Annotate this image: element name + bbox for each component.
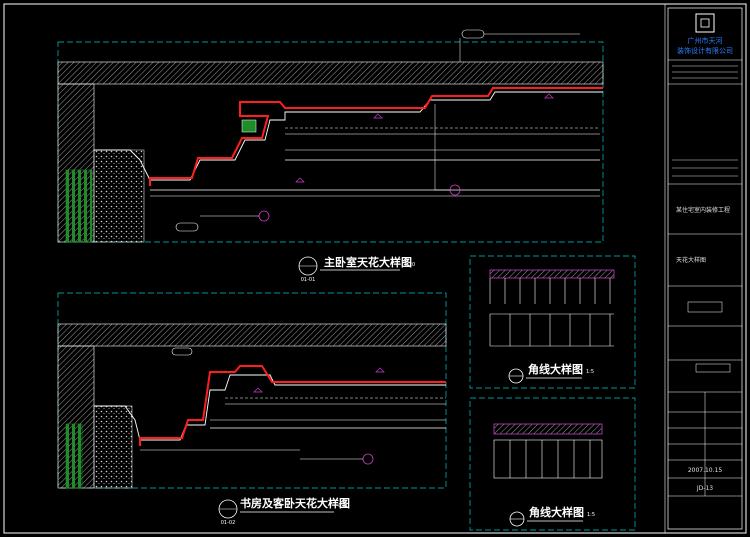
gypsum-board-section: [149, 87, 603, 186]
company-name-line2: 装饰设计有限公司: [677, 46, 733, 55]
study-living-caption: 01-02 书房及客卧天花大样图 1:20: [218, 496, 350, 526]
ceiling-profile: [94, 374, 446, 441]
master-bedroom-caption: 01-01 主卧室天花大样图 1:20: [298, 255, 415, 283]
wall-panel: [65, 169, 93, 243]
material-tag: [175, 222, 199, 232]
drawing-caption: 主卧室天花大样图: [324, 255, 412, 269]
gypsum-board-section: [139, 365, 446, 446]
cornice-detail-2: [469, 397, 636, 531]
title-block: 广州市天河 装饰设计有限公司 某住宅室内装修工程 天花大样图 2007.10.1…: [667, 7, 743, 530]
detail-frame: [469, 255, 636, 389]
concrete-slab: [57, 323, 447, 347]
cornice-detail-1-caption: 角线大样图 1:5: [508, 362, 594, 384]
drawing-scale: 1:20: [404, 262, 415, 268]
project-name: 某住宅室内装修工程: [676, 206, 730, 214]
cornice-detail-2-caption: 角线大样图 1:5: [509, 505, 595, 527]
insulation-fill: [93, 149, 145, 243]
detail-callout-bubble: [258, 210, 270, 222]
company-name-line1: 广州市天河: [688, 36, 723, 45]
insulation-fill: [93, 405, 133, 489]
sheet-number: JD-13: [696, 485, 713, 492]
material-tag: [171, 347, 193, 356]
master-bedroom-ceiling-detail: [57, 29, 604, 243]
drawing-area-border: [3, 3, 666, 534]
drawing-caption: 角线大样图: [529, 505, 584, 519]
concrete-slab: [57, 61, 604, 85]
drawing-scale: 1:5: [587, 512, 595, 518]
drawing-scale: 1:20: [338, 503, 349, 509]
drawing-callout-number: 01-01: [301, 277, 316, 283]
material-tag: [461, 29, 485, 39]
ceiling-profile: [94, 91, 603, 181]
company-logo: [695, 13, 715, 33]
cornice-detail-1: [469, 255, 636, 389]
drawing-caption: 角线大样图: [528, 362, 583, 376]
drawing-callout-number: 01-02: [221, 520, 236, 526]
drawing-caption: 书房及客卧天花大样图: [240, 496, 350, 510]
detail-callout-bubble: [362, 453, 374, 465]
detail-frame: [57, 292, 447, 489]
wall-panel: [65, 423, 83, 489]
drawing-scale: 1:5: [586, 369, 594, 375]
drawing-title: 天花大样图: [676, 256, 706, 264]
timber-block: [241, 119, 257, 133]
detail-frame: [469, 397, 636, 531]
study-living-ceiling-detail: [57, 292, 447, 489]
